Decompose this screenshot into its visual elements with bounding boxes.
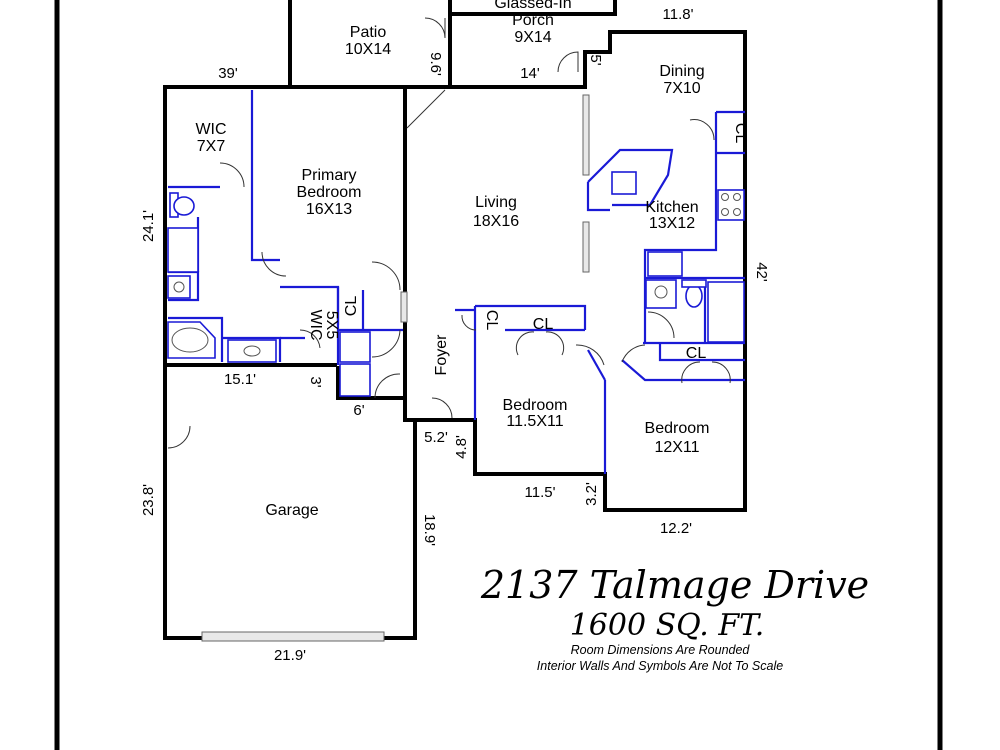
- closet-label-1: CL: [343, 296, 360, 317]
- dim-5: 5': [587, 54, 604, 65]
- closet-label-2: CL: [483, 310, 500, 331]
- patio-size: 10X14: [345, 41, 391, 58]
- sink-icon: [167, 275, 191, 299]
- address-title: 2137 Talmage Drive: [480, 563, 869, 607]
- primary-name-2: Bedroom: [297, 184, 362, 201]
- hall-toilet-icon: [685, 284, 703, 308]
- kitchen-size: 13X12: [649, 215, 695, 232]
- living-name: Living: [475, 194, 517, 211]
- dimension-labels: 11.8' 39' 9.6' 14' 5' 24.1' 42' 15.1' 3'…: [140, 6, 770, 664]
- garage-door: [201, 631, 385, 642]
- dim-11-5: 11.5': [525, 484, 556, 501]
- note-not-to-scale: Interior Walls And Symbols Are Not To Sc…: [537, 659, 783, 673]
- doors: [167, 17, 731, 449]
- wic-small-name: WIC: [307, 309, 324, 340]
- primary-size: 16X13: [306, 201, 352, 218]
- dim-24-1: 24.1': [140, 210, 157, 242]
- bedroom3-name: Bedroom: [645, 420, 710, 437]
- dryer-icon: [339, 363, 371, 397]
- wic-size: 7X7: [197, 138, 226, 155]
- bedroom3-size: 12X11: [654, 439, 699, 456]
- closet-label-3: CL: [533, 316, 554, 333]
- closet-label-5: CL: [686, 345, 707, 362]
- exterior-walls: [163, 0, 747, 640]
- hall-sink-icon: [645, 279, 677, 309]
- dim-3-2: 3.2': [583, 482, 600, 506]
- porch-name-1: Glassed-In: [494, 0, 571, 12]
- living-window-2: [582, 221, 590, 273]
- area-title: 1600 SQ. FT.: [570, 608, 765, 643]
- dim-9-6: 9.6': [427, 52, 444, 76]
- bathtub-icon: [707, 281, 745, 343]
- bedroom2-size: 11.5X11: [506, 413, 563, 430]
- sink-icon-2: [227, 339, 277, 363]
- dim-4-8: 4.8': [453, 435, 470, 459]
- bedroom2-name: Bedroom: [503, 397, 568, 414]
- dim-3: 3': [307, 376, 324, 387]
- living-size: 18X16: [473, 213, 519, 230]
- foyer-name: Foyer: [433, 334, 450, 376]
- dim-6: 6': [353, 402, 364, 419]
- dining-size: 7X10: [663, 80, 700, 97]
- interior-walls: [168, 90, 745, 474]
- fridge-icon: [647, 251, 683, 277]
- dim-21-9: 21.9': [274, 647, 306, 664]
- porch-name-2: Porch: [512, 12, 554, 29]
- primary-name-1: Primary: [301, 167, 356, 184]
- closet-label-4: CL: [732, 123, 749, 144]
- dim-11-8: 11.8': [663, 6, 694, 23]
- fixtures: [167, 171, 745, 397]
- dim-18-9: 18.9': [421, 514, 438, 546]
- dining-name: Dining: [659, 63, 704, 80]
- kitchen-name: Kitchen: [645, 199, 698, 216]
- wic-name: WIC: [195, 121, 226, 138]
- kitchen-sink-icon: [611, 171, 637, 195]
- patio-name: Patio: [350, 24, 387, 41]
- dim-14: 14': [520, 65, 540, 82]
- wic-small-size: 5X5: [323, 311, 340, 340]
- dim-42: 42': [753, 262, 770, 282]
- dim-39: 39': [218, 65, 238, 82]
- dim-15-1: 15.1': [224, 371, 256, 388]
- note-rounded: Room Dimensions Are Rounded: [571, 643, 751, 657]
- dim-5-2: 5.2': [424, 429, 448, 446]
- garage-name: Garage: [265, 502, 318, 519]
- bedroom-slider: [400, 291, 408, 323]
- room-labels: Patio 10X14 Glassed-In Porch 9X14 Dining…: [195, 0, 749, 519]
- dim-23-8: 23.8': [140, 484, 157, 516]
- caption: 2137 Talmage Drive 1600 SQ. FT. Room Dim…: [480, 563, 869, 673]
- porch-size: 9X14: [514, 29, 551, 46]
- corner-tub-icon: [167, 321, 216, 359]
- living-window: [582, 94, 590, 176]
- vanity-icon: [167, 227, 199, 273]
- dim-12-2: 12.2': [660, 520, 692, 537]
- washer-icon: [339, 331, 371, 363]
- toilet-icon: [173, 196, 195, 216]
